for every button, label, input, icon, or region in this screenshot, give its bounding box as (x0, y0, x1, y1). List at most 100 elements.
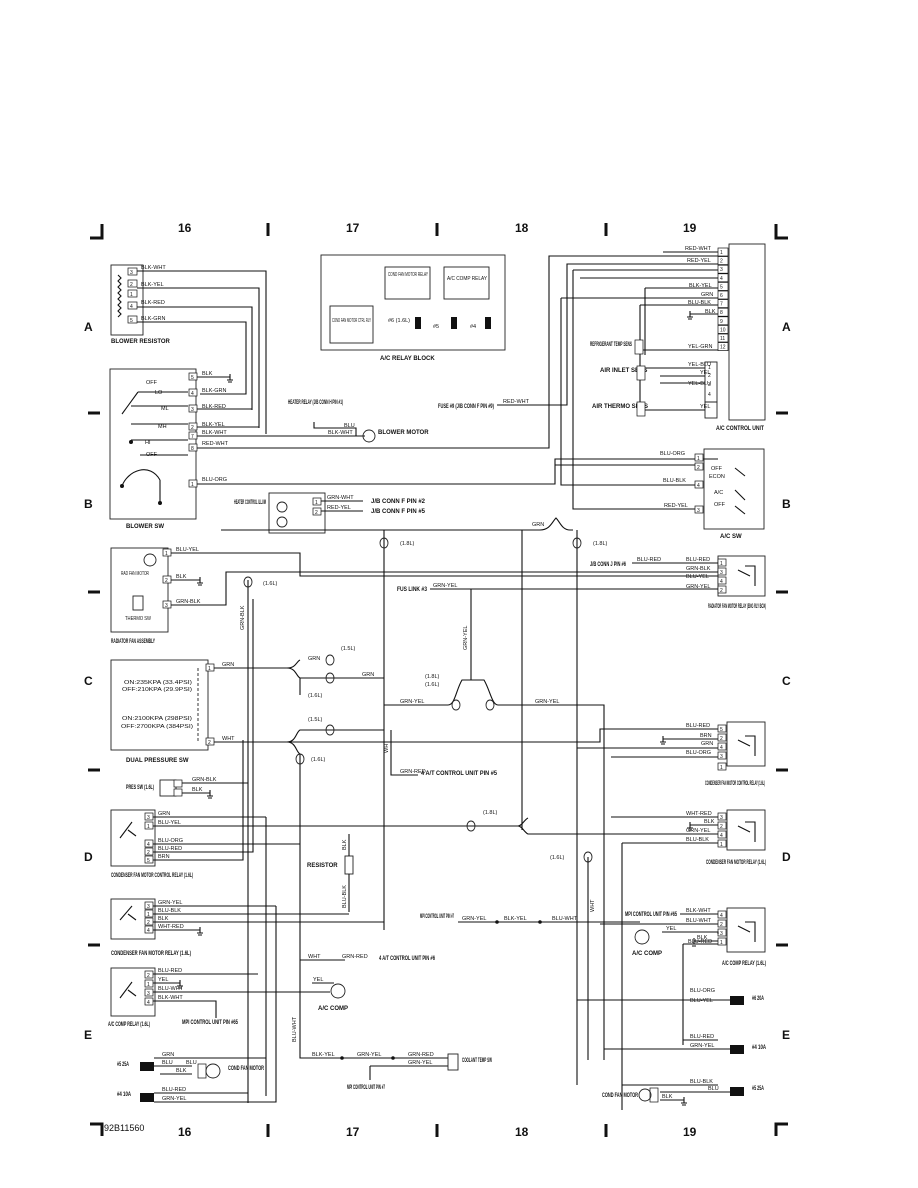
svg-text:2: 2 (720, 588, 723, 594)
pin-cell (717, 307, 729, 317)
pin-cell (717, 342, 729, 351)
svg-text:#6 (1.6L): #6 (1.6L) (388, 318, 410, 324)
svg-text:OFF: OFF (714, 502, 726, 508)
air-thermo-sens: AIR THERMO SENS (592, 404, 648, 410)
svg-text:GRN-YEL: GRN-YEL (158, 900, 182, 906)
radiator-fan-motor-relay-label: RADIATOR FAN MOTOR RELAY (ENG RLY BOX) (708, 604, 766, 610)
svg-text:3: 3 (697, 508, 700, 514)
dual-pressure-sw-label: DUAL PRESSURE SW (126, 758, 189, 764)
svg-text:BLU-BLK: BLU-BLK (686, 837, 709, 843)
svg-text:BLK: BLK (705, 309, 716, 315)
svg-text:4: 4 (147, 842, 150, 848)
svg-text:RED-WHT: RED-WHT (503, 399, 530, 405)
svg-text:3: 3 (708, 382, 711, 388)
pin-cell (717, 299, 729, 308)
svg-text:BLK-YEL: BLK-YEL (202, 422, 225, 428)
row-e-left: E (84, 1028, 92, 1042)
row-c-right: C (782, 674, 791, 688)
row-e-right: E (782, 1028, 790, 1042)
svg-text:2: 2 (315, 510, 318, 516)
jb-conn-f5: J/B CONN F PIN #5 (371, 509, 426, 515)
svg-text:(1.5L): (1.5L) (308, 717, 323, 723)
svg-text:BLK-GRN: BLK-GRN (202, 388, 226, 394)
svg-text:1: 1 (697, 456, 700, 462)
svg-text:2: 2 (147, 850, 150, 856)
ac-comp-relay-right: 4 2 3 1 A/C COMP RELAY (1.6L) (717, 907, 766, 967)
svg-text:(1.6L): (1.6L) (308, 693, 323, 699)
svg-text:WHT-RED: WHT-RED (686, 811, 712, 817)
pin-cell (717, 290, 729, 300)
svg-text:3: 3 (147, 904, 150, 910)
svg-text:GRN-YEL: GRN-YEL (433, 583, 457, 589)
svg-text:ON:235KPA (33.4PSI): ON:235KPA (33.4PSI) (124, 680, 192, 686)
svg-text:YEL: YEL (666, 926, 676, 932)
svg-text:BLU-RED: BLU-RED (158, 846, 182, 852)
cond-fan-motor-relay-left-label: CONDENSER FAN MOTOR RELAY (1.6L) (111, 951, 191, 957)
figure-id: 92B11560 (104, 1123, 144, 1133)
svg-text:2: 2 (165, 578, 168, 584)
svg-text:2: 2 (191, 425, 194, 431)
col-19-top: 19 (683, 221, 697, 235)
pin-number: 7 (720, 302, 723, 308)
pin-cell (717, 316, 729, 326)
pressure-switch: PRES SW (1.6L) (126, 779, 183, 797)
heater-control-illum: 1 2 HEATER CONTROL ILLUM (234, 492, 326, 534)
svg-text:BLU-WHT: BLU-WHT (686, 918, 712, 924)
svg-text:4: 4 (720, 579, 723, 585)
radiator-fan-assembly-label: RADIATOR FAN ASSEMBLY (111, 639, 155, 645)
svg-text:GRN-YEL: GRN-YEL (462, 916, 486, 922)
svg-text:BLK-WHT: BLK-WHT (158, 995, 183, 1001)
pin-number: 3 (720, 267, 723, 273)
cond-fan-motor-right: COND FAN MOTOR (602, 1093, 638, 1099)
svg-text:BLU-RED: BLU-RED (690, 1034, 714, 1040)
svg-text:3: 3 (147, 991, 150, 997)
svg-text:GRN-BLK: GRN-BLK (176, 599, 201, 605)
radiator-fan-assembly: 1 2 3 RAD FAN MOTOR THERMO SW RADIATOR F… (110, 547, 172, 645)
svg-text:HI: HI (145, 440, 151, 446)
col-17-top: 17 (346, 221, 360, 235)
svg-text:LO: LO (155, 390, 163, 396)
svg-text:RED-YEL: RED-YEL (687, 258, 711, 264)
svg-text:COND FAN MOTOR CTRL RLY: COND FAN MOTOR CTRL RLY (332, 318, 371, 324)
svg-text:BLK-WHT: BLK-WHT (141, 265, 166, 271)
svg-text:ON:2100KPA (298PSI): ON:2100KPA (298PSI) (122, 716, 192, 722)
svg-text:GRN-YEL: GRN-YEL (408, 1060, 432, 1066)
col-18-bottom: 18 (515, 1125, 529, 1139)
heater-illum-label: HEATER CONTROL ILLUM (234, 500, 266, 506)
svg-text:2: 2 (208, 740, 211, 746)
svg-text:YEL-BLU: YEL-BLU (688, 381, 711, 387)
svg-text:7: 7 (191, 434, 194, 440)
svg-text:GRN: GRN (162, 1052, 174, 1058)
svg-text:THERMO SW: THERMO SW (125, 616, 152, 622)
svg-text:BLU-ORG: BLU-ORG (690, 988, 715, 994)
svg-text:OFF: OFF (146, 380, 158, 386)
col-16-top: 16 (178, 221, 192, 235)
svg-text:BLK-RED: BLK-RED (202, 404, 226, 410)
ac-comp-relay-left-label: A/C COMP RELAY (1.6L) (108, 1022, 150, 1028)
svg-text:(1.8L): (1.8L) (425, 674, 440, 680)
svg-text:BLU: BLU (344, 423, 355, 429)
svg-text:BLK: BLK (662, 1094, 673, 1100)
svg-text:GRN-YEL: GRN-YEL (400, 699, 424, 705)
svg-text:BLU-RED: BLU-RED (637, 557, 661, 563)
svg-text:(1.6L): (1.6L) (263, 581, 278, 587)
svg-text:4: 4 (720, 833, 723, 839)
pin-number: 4 (720, 276, 723, 282)
svg-text:ECON: ECON (709, 474, 725, 480)
pin-number: 11 (720, 336, 725, 342)
heater-relay-label: HEATER RELAY (J/B CONN H PIN #1) (288, 400, 343, 406)
svg-text:GRN-YEL: GRN-YEL (686, 584, 710, 590)
svg-text:GRN: GRN (222, 662, 234, 668)
ac-relay-block: COND FAN MOTOR RELAY A/C COMP RELAY COND… (320, 254, 506, 362)
svg-text:(1.8L): (1.8L) (593, 541, 608, 547)
jb-conn-j6: J/B CONN J PIN #6 (590, 562, 626, 568)
relay-block-label: A/C RELAY BLOCK (380, 356, 435, 362)
ac-comp-right: A/C COMP (632, 951, 662, 957)
coolant-temp-sw: COOLANT TEMP SW (462, 1058, 492, 1064)
row-d-left: D (84, 850, 93, 864)
svg-text:4: 4 (708, 392, 711, 398)
svg-text:(1.8L): (1.8L) (400, 541, 415, 547)
col-19-bottom: 19 (683, 1125, 697, 1139)
